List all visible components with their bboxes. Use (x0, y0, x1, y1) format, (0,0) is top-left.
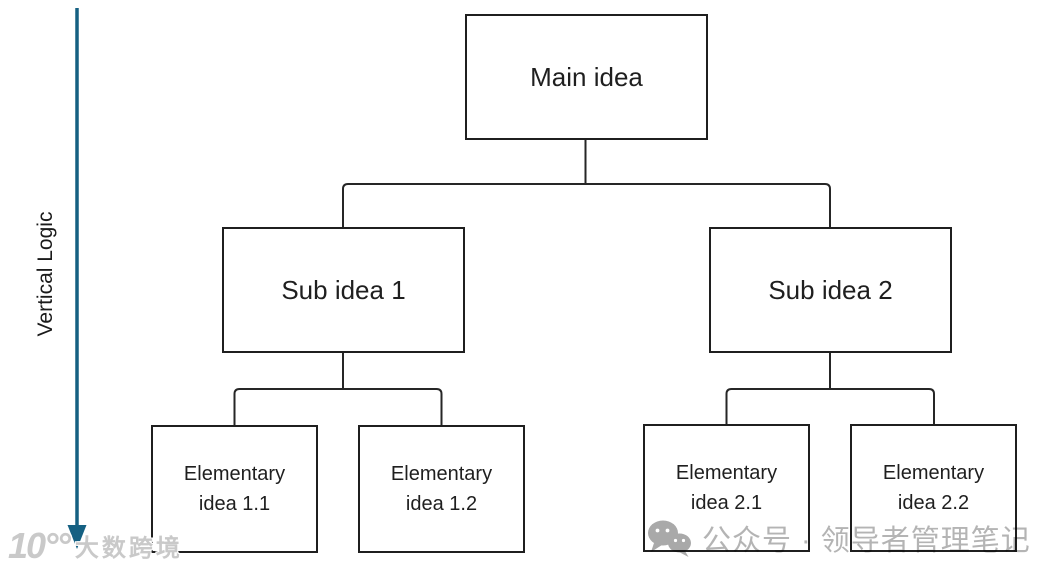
node-label: Elementary idea 2.2 (882, 462, 985, 514)
node-label: Main idea (530, 61, 643, 92)
node-elementary-idea-2-2: Elementary idea 2.2 (850, 424, 1017, 552)
node-sub-idea-2: Sub idea 2 (709, 227, 952, 353)
node-label: Sub idea 2 (768, 274, 893, 305)
edge-main-to-subs (342, 140, 831, 227)
node-main-idea: Main idea (465, 14, 708, 140)
node-label: Elementary idea 2.1 (675, 462, 778, 514)
vertical-logic-label: Vertical Logic (34, 211, 57, 337)
watermark-brand-text: 大数跨境 (74, 534, 183, 562)
watermark-wechat-right: 公众号 · 领导者管理笔记 (646, 517, 1031, 559)
edge-sub1-to-elems (233, 353, 443, 425)
watermark-brand-left: 10°° 大数跨境 (8, 528, 183, 564)
node-elementary-idea-1-2: Elementary idea 1.2 (358, 425, 525, 553)
node-label: Elementary idea 1.2 (390, 463, 493, 515)
node-elementary-idea-1-1: Elementary idea 1.1 (151, 425, 318, 553)
vertical-logic-arrow (67, 8, 87, 549)
node-label: Elementary idea 1.1 (183, 463, 286, 515)
ten-power-logo-icon: 10°° (8, 525, 71, 566)
wechat-icon (648, 520, 691, 557)
node-label: Sub idea 1 (281, 274, 406, 305)
node-sub-idea-1: Sub idea 1 (222, 227, 465, 353)
edge-sub2-to-elems (725, 353, 935, 424)
watermark-account-text: 公众号 · 领导者管理笔记 (702, 525, 1031, 557)
